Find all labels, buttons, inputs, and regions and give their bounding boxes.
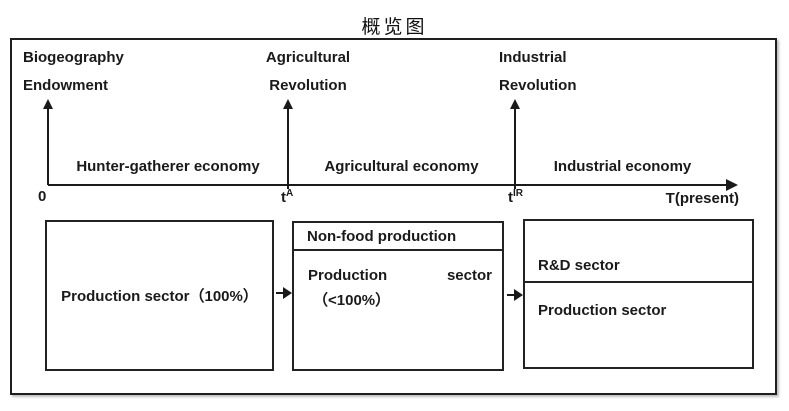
hunter-box-label: Production sector（100%） <box>61 288 258 305</box>
tick-base: t <box>281 189 286 206</box>
event-label-line2: Revolution <box>269 77 347 94</box>
tick-origin: 0 <box>38 188 47 205</box>
agri-production-share: （<100%） <box>313 292 391 309</box>
agri-production-word: Production <box>308 267 388 284</box>
tick-t-ir: tIR <box>508 188 523 206</box>
non-food-production-section: Non-food production <box>294 223 502 251</box>
arrowhead-up-icon <box>43 99 53 109</box>
industrial-sector-box: R&D sector Production sector <box>523 219 754 369</box>
agri-production-line: Production sector <box>308 267 492 284</box>
tick-superscript: IR <box>513 188 523 199</box>
time-axis <box>48 184 728 186</box>
rd-sector-section: R&D sector <box>525 221 752 283</box>
agricultural-sector-box: Non-food production Production sector （<… <box>292 221 504 371</box>
up-arrow-industrial <box>510 99 520 189</box>
tick-base: t <box>508 189 513 206</box>
agri-production-section: Production sector （<100%） <box>294 251 502 310</box>
event-label-agricultural-revolution: Agricultural Revolution <box>247 44 369 100</box>
axis-arrowhead-right-icon <box>726 179 738 191</box>
tick-superscript: A <box>286 188 294 199</box>
event-label-line1: Biogeography <box>23 49 124 66</box>
arrowhead-up-icon <box>283 99 293 109</box>
event-label-line1: Industrial <box>499 49 567 66</box>
tick-t-present: T(present) <box>665 190 739 207</box>
event-label-line1: Agricultural <box>265 49 351 66</box>
hunter-gatherer-sector-box: Production sector（100%） <box>45 220 274 371</box>
tick-t-a: tA <box>281 188 293 206</box>
event-label-line2: Endowment <box>23 77 108 94</box>
industrial-production-section: Production sector <box>525 283 752 367</box>
event-label-biogeography: Biogeography Endowment <box>23 44 124 100</box>
arrowhead-up-icon <box>510 99 520 109</box>
connector-arrow-1 <box>276 287 292 299</box>
period-industrial: Industrial economy <box>553 158 692 175</box>
up-arrow-agricultural <box>283 99 293 189</box>
arrowhead-right-icon <box>283 287 292 299</box>
industrial-production-label: Production sector <box>538 302 667 319</box>
agri-sector-word: sector <box>446 267 492 284</box>
period-hunter-gatherer: Hunter-gatherer economy <box>76 158 260 175</box>
event-label-line2: Revolution <box>499 77 577 94</box>
connector-arrow-2 <box>507 289 523 301</box>
non-food-production-label: Non-food production <box>307 227 457 245</box>
arrowhead-right-icon <box>514 289 523 301</box>
period-agricultural: Agricultural economy <box>324 158 479 175</box>
rd-sector-label: R&D sector <box>538 257 620 274</box>
event-label-industrial-revolution: Industrial Revolution <box>499 44 577 100</box>
diagram-title: 概览图 <box>361 16 428 38</box>
up-arrow-biogeography <box>43 99 53 185</box>
